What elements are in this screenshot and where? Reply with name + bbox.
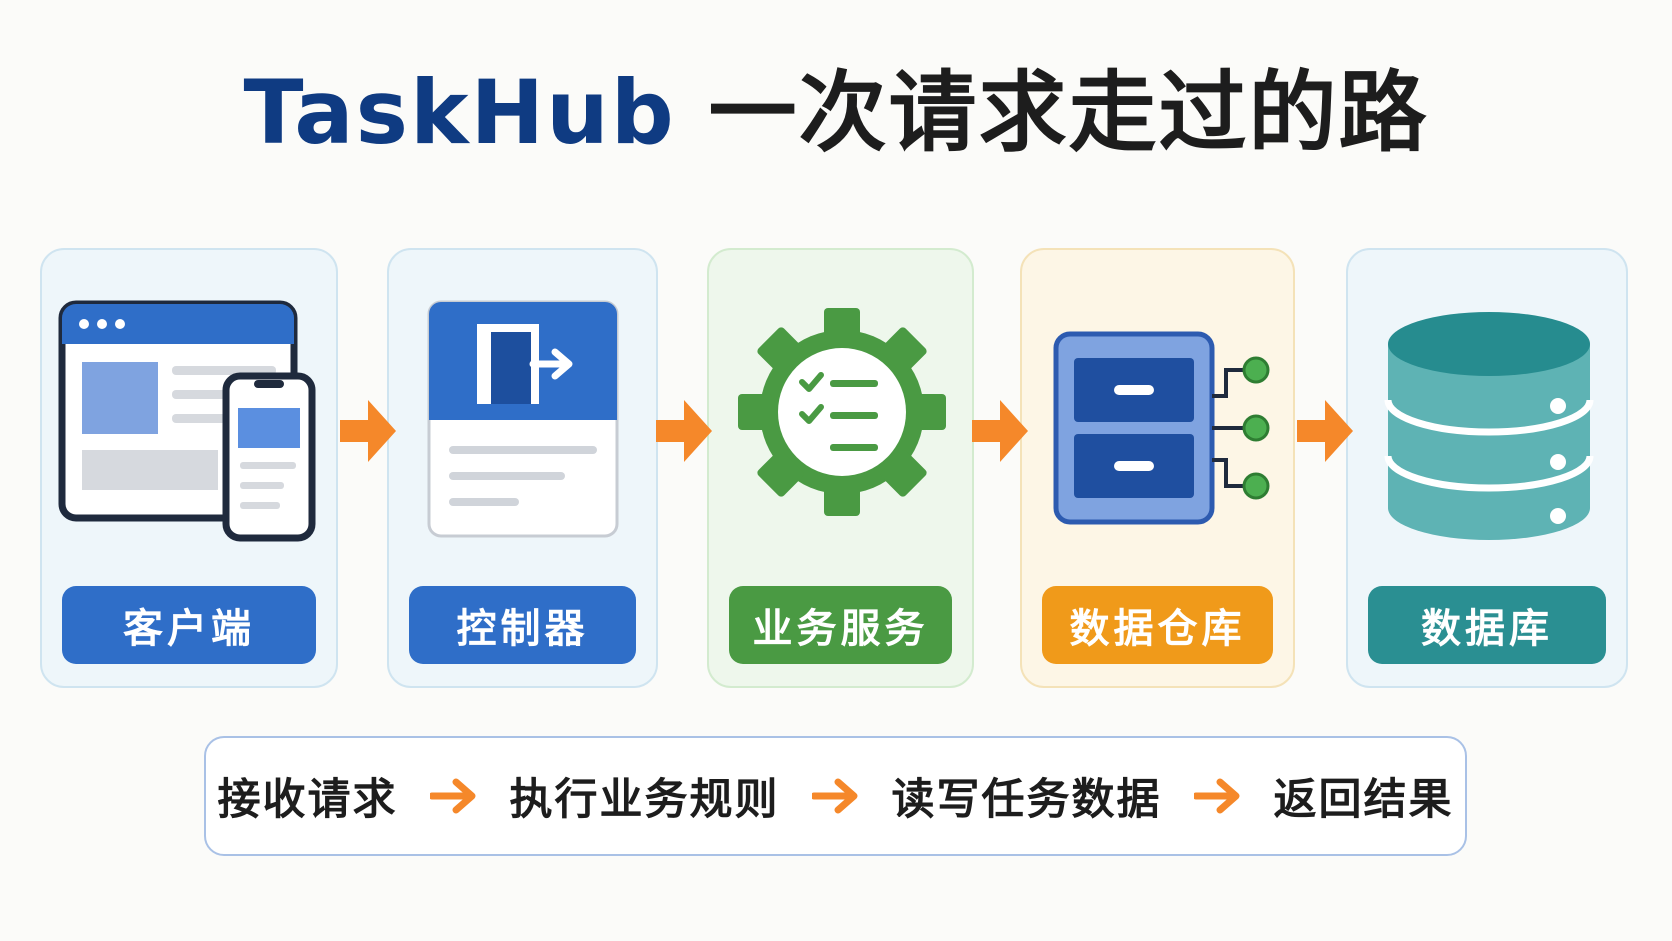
arrow-right-icon xyxy=(429,778,475,814)
flow-step: 执行业务规则 xyxy=(509,775,780,825)
arrow-right-icon xyxy=(811,778,857,814)
arrow-right-icon xyxy=(656,400,712,462)
flow-summary: 接收请求 执行业务规则 读写任务数据 返回结果 xyxy=(204,736,1467,856)
flow-step: 返回结果 xyxy=(1273,775,1454,825)
component-card-database: 数据库 xyxy=(1346,248,1628,688)
arrow-right-icon xyxy=(1297,400,1353,462)
arrow-right-icon xyxy=(972,400,1028,462)
flow-step: 接收请求 xyxy=(217,775,398,825)
page-title: TaskHub 一次请求走过的路 xyxy=(0,58,1672,168)
component-label-repository: 数据仓库 xyxy=(1042,586,1273,664)
controller-door-icon xyxy=(427,300,619,538)
flow-step: 读写任务数据 xyxy=(891,775,1162,825)
title-text: 一次请求走过的路 xyxy=(708,61,1429,164)
arrow-right-icon xyxy=(340,400,396,462)
component-label-client: 客户端 xyxy=(62,586,316,664)
file-cabinet-icon xyxy=(1053,331,1270,525)
gear-checklist-icon xyxy=(738,308,946,516)
component-card-client: 客户端 xyxy=(40,248,338,688)
component-card-repository: 数据仓库 xyxy=(1020,248,1295,688)
component-card-controller: 控制器 xyxy=(387,248,658,688)
component-label-database: 数据库 xyxy=(1368,586,1606,664)
browser-and-phone-icon xyxy=(58,300,316,542)
title-brand: TaskHub xyxy=(243,61,676,164)
database-icon xyxy=(1384,312,1594,540)
arrow-right-icon xyxy=(1193,778,1239,814)
component-card-service: 业务服务 xyxy=(707,248,974,688)
component-label-controller: 控制器 xyxy=(409,586,636,664)
component-label-service: 业务服务 xyxy=(729,586,952,664)
